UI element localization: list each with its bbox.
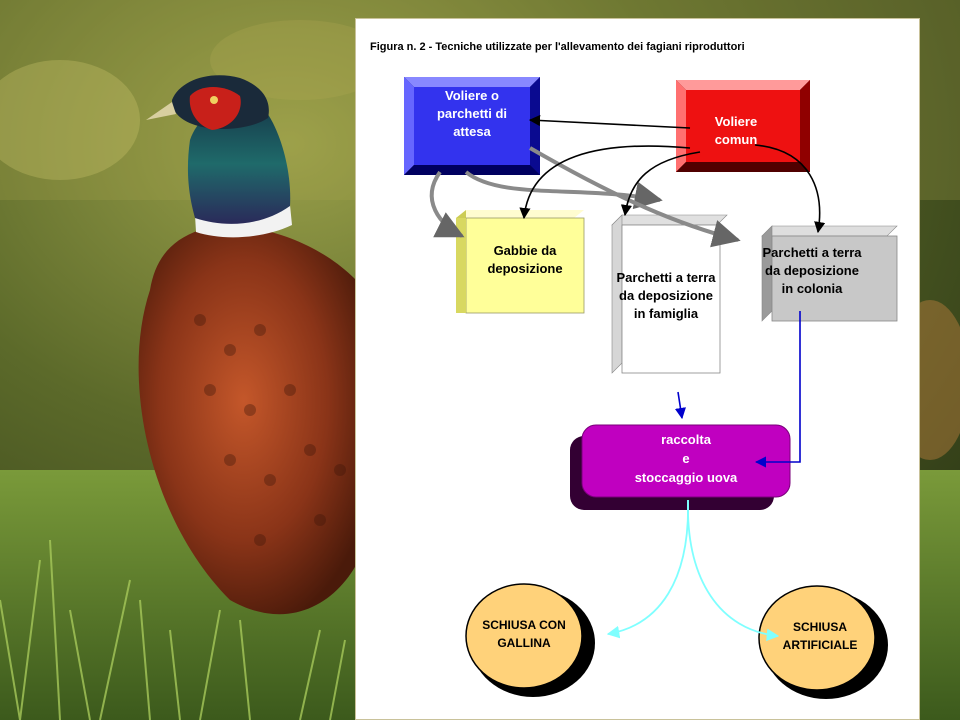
label-parchetti-famiglia: Parchetti a terra da deposizione in fami…: [616, 270, 716, 321]
node-voliere-attesa: [404, 77, 540, 175]
node-raccolta: [570, 424, 791, 510]
node-voliere-comuni: [676, 80, 810, 172]
node-schiusa-gallina: [465, 583, 595, 697]
label-gabbie: Gabbie da deposizione: [487, 243, 563, 276]
label-parchetti-colonia: Parchetti a terra da deposizione in colo…: [762, 245, 862, 296]
black-arrows: [519, 114, 826, 234]
node-schiusa-artificiale: [758, 585, 888, 699]
label-raccolta: raccolta e stoccaggio uova: [634, 432, 738, 485]
label-schiusa-gallina: SCHIUSA CON GALLINA: [482, 618, 566, 650]
cyan-arrows: [606, 499, 780, 642]
node-parchetti-famiglia: [611, 214, 728, 374]
node-parchetti-colonia: [761, 225, 898, 322]
blue-arrows: [674, 311, 801, 468]
label-voliere-attesa: Voliere o parchetti di attesa: [436, 88, 508, 139]
label-voliere-comuni: Voliere comun: [714, 114, 758, 147]
figure-title: Figura n. 2 - Tecniche utilizzate per l'…: [370, 41, 745, 53]
node-gabbie: [456, 210, 585, 314]
label-schiusa-artificiale: SCHIUSA ARTIFICIALE: [782, 620, 858, 652]
